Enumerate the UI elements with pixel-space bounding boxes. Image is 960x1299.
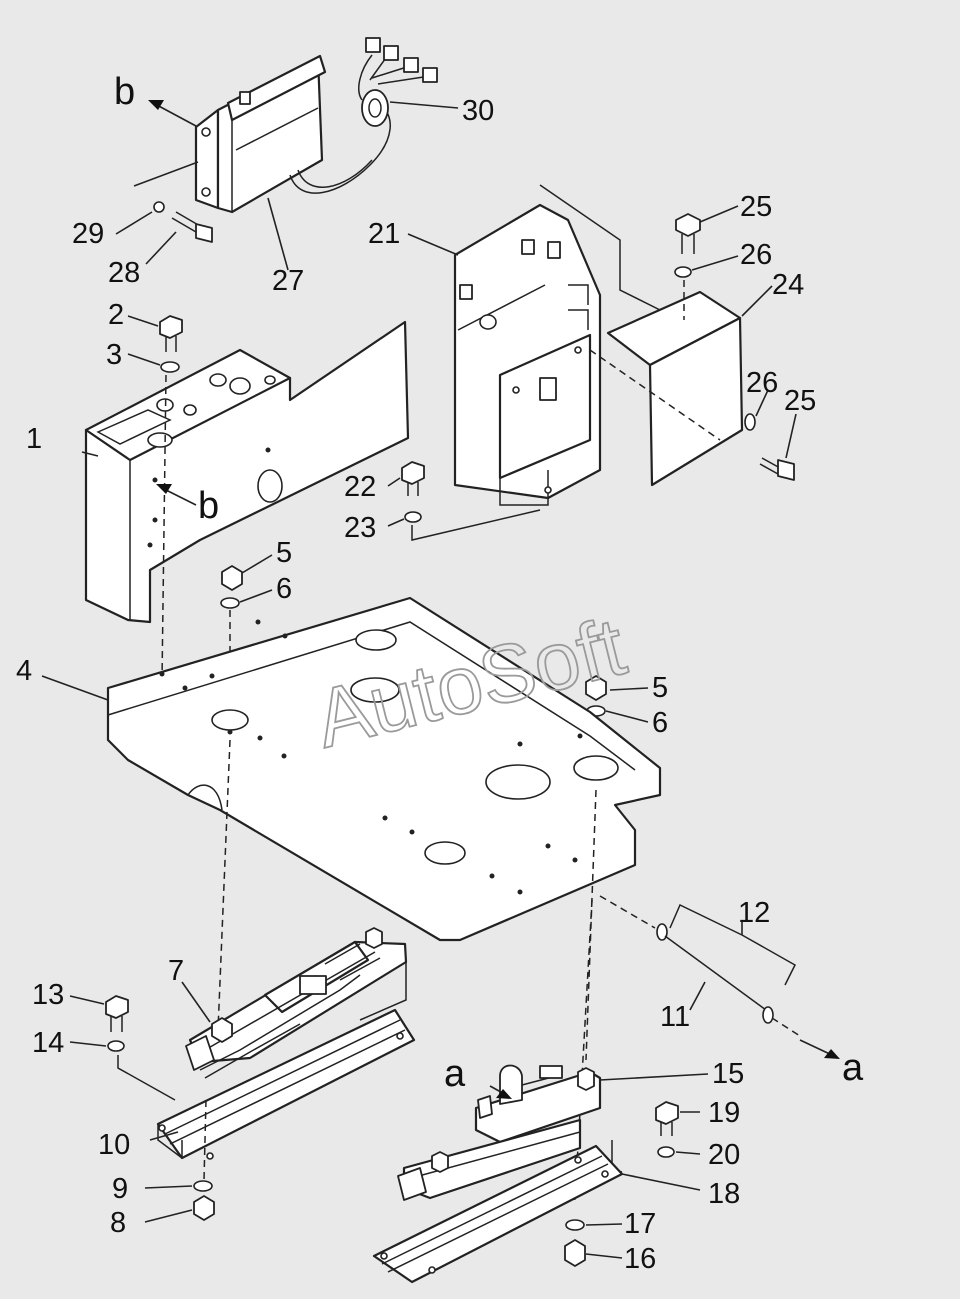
base-plate [106,596,662,1201]
callout-21: 21 [368,218,400,250]
washer-29 [153,201,165,213]
callout-28: 28 [108,257,140,289]
bolt-22 [401,461,425,496]
washer-26-side [744,413,756,431]
ref-arrows [148,100,840,1099]
wire-harness [289,37,438,194]
bolt-19 [655,1101,679,1136]
callout-7: 7 [168,955,184,987]
bolt-13 [105,995,129,1032]
ref-letter-a-left: a [444,1053,466,1095]
seat-stand-frame [84,320,410,624]
washer-23 [404,511,422,523]
callout-1: 1 [26,423,42,455]
callout-16: 16 [624,1243,656,1275]
washer-6-left [220,597,240,609]
callout-18: 18 [708,1178,740,1210]
nut-16 [564,1239,586,1267]
leader-lines [41,101,797,1259]
callout-10: 10 [98,1129,130,1161]
washer-3 [160,361,180,373]
nut-5-left [221,565,243,591]
callout-26-top: 26 [740,239,772,271]
callout-30: 30 [462,95,494,127]
mounting-bracket [453,184,661,506]
lower-rail-right [372,1144,624,1284]
seat-rail-right [397,1064,602,1201]
plate-holes [159,619,583,895]
controller-box [194,54,327,214]
callout-3: 3 [106,339,122,371]
washer-17 [565,1219,585,1231]
callout-5-left: 5 [276,537,292,569]
washer-20 [657,1146,675,1158]
cover-24 [589,290,744,487]
washer-9 [193,1180,213,1192]
callout-13: 13 [32,979,64,1011]
cable-11-12 [599,895,801,1037]
callout-4: 4 [16,655,32,687]
callout-5-right: 5 [652,672,668,704]
nut-5-right [585,675,607,701]
callout-24: 24 [772,269,804,301]
callout-25-top: 25 [740,191,772,223]
ref-letter-a-right: a [842,1047,864,1089]
callout-19: 19 [708,1097,740,1129]
washer-26-top [674,266,692,278]
callout-14: 14 [32,1027,64,1059]
nut-8 [193,1195,215,1221]
callout-26-side: 26 [746,367,778,399]
callout-27: 27 [272,265,304,297]
callout-6-right: 6 [652,707,668,739]
bolt-28 [171,211,213,243]
bolt-2 [159,315,183,352]
washer-14 [107,1040,125,1052]
reference-letters: b b a a [114,71,864,1095]
callout-6-left: 6 [276,573,292,605]
callout-8: 8 [110,1207,126,1239]
ref-letter-b-mid: b [198,485,219,527]
callout-12: 12 [738,897,770,929]
callout-11: 11 [660,1001,690,1033]
seat-rail-left [185,927,408,1079]
bolt-25-top [675,213,701,254]
lower-rail-left [156,1008,416,1181]
callout-22: 22 [344,471,376,503]
callout-9: 9 [112,1173,128,1205]
callout-2: 2 [108,299,124,331]
callout-17: 17 [624,1208,656,1240]
callout-20: 20 [708,1139,740,1171]
callout-23: 23 [344,512,376,544]
callout-15: 15 [712,1058,744,1090]
bolt-25-side [759,457,795,481]
callout-labels: 1 2 3 4 5 6 5 6 7 8 9 10 11 12 13 14 15 … [16,95,816,1275]
ref-letter-b-top: b [114,71,135,113]
callout-25-side: 25 [784,385,816,417]
callout-29: 29 [72,218,104,250]
